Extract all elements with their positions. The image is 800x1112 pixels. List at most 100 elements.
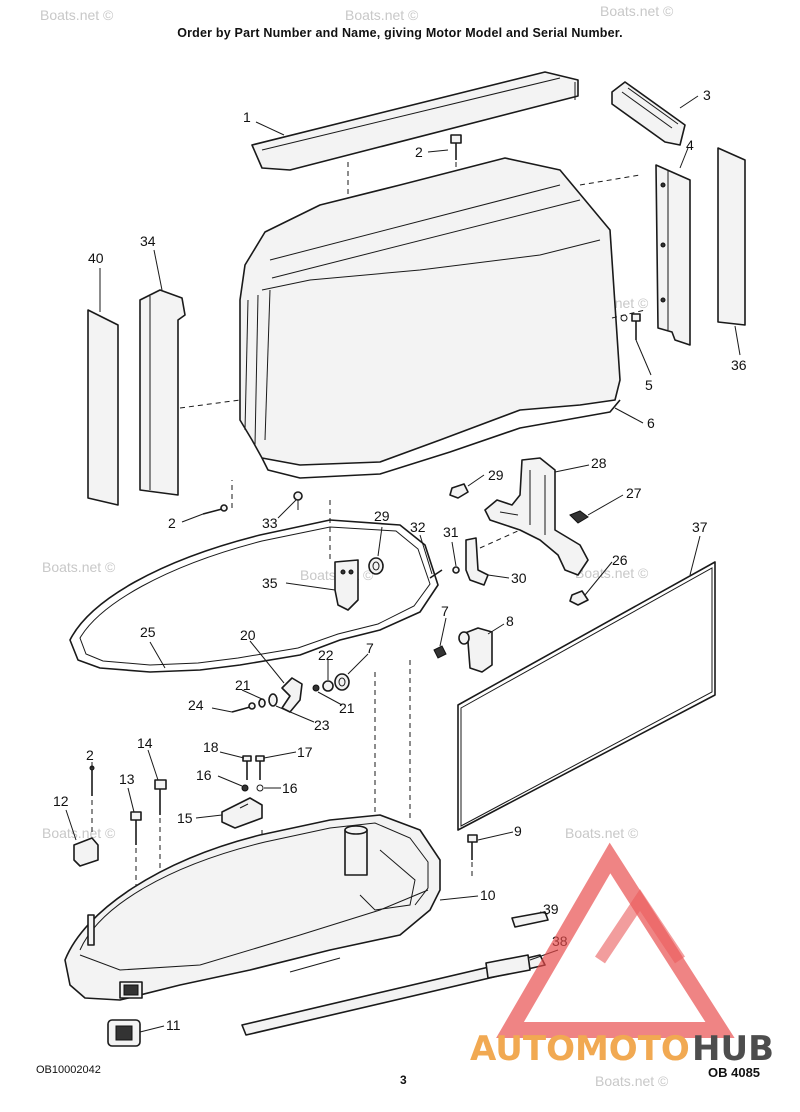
callout-label: 36 [731,357,747,373]
callout-label: 18 [203,739,219,755]
callout-label: 5 [645,377,653,393]
callout-label: 8 [506,613,514,629]
part-5-screw [620,313,641,340]
callout-label: 4 [686,137,694,153]
part-37-side-panel [457,561,716,831]
part-33-washer [293,491,303,510]
callout-label: 7 [366,640,374,656]
callout-label: 12 [53,793,69,809]
part-29-nut [449,483,469,499]
part-35-latch-plate [334,559,359,611]
watermark-text: Boats.net © [575,565,649,581]
callout-label: 16 [196,767,212,783]
part-20-latch-hook [281,677,303,713]
callout-label: 2 [168,515,176,531]
logo-word-left: AUTOMOTO [470,1029,690,1069]
part-15-latch-plate [221,797,263,829]
callout-label: 1 [243,109,251,125]
leader-lines [65,95,741,1033]
logo-word-right: HUB [692,1029,774,1069]
part-26-nut [569,590,589,606]
part-34-side-panel [139,289,186,496]
part-10-lower-motor-cover [64,814,441,1001]
part-39-decal-strip [511,911,549,928]
automotohub-logo: AUTOMOTO HUB [470,842,774,1069]
part-3-rear-bracket [611,81,686,146]
part-7-washer [433,645,447,659]
callout-label: 3 [703,87,711,103]
part-2-screw-left [202,504,228,515]
part-38-decal [485,954,531,979]
part-14-bolt [154,779,167,815]
footer-drawing-code: OB 4085 [708,1065,760,1080]
callout-label: 10 [480,887,496,903]
callout-label: 34 [140,233,156,249]
watermark-text: Boats.net © [40,7,114,23]
part-1-top-cover-trim [251,71,579,171]
part-27-nut [569,510,589,524]
part-16-washer [241,784,249,792]
callout-label: 2 [415,144,423,160]
part-25-cover-seal [69,519,439,673]
part-24-screw [231,702,256,713]
part-6-upper-motor-cover [239,157,621,479]
callout-label: 24 [188,697,204,713]
watermark-text: Boats.net © [42,825,116,841]
callout-label: 32 [410,519,426,535]
watermark-text: Boats.net © [565,825,639,841]
callout-label: 6 [647,415,655,431]
part-13-bolt [130,811,142,845]
callout-label: 27 [626,485,642,501]
callout-label: 17 [297,744,313,760]
part-21-washer-left [258,698,266,708]
callout-label: 2 [86,747,94,763]
callout-label: 37 [692,519,708,535]
footer-doc-code: OB10002042 [36,1064,101,1076]
callout-label: 31 [443,524,459,540]
part-28-mount-bracket [484,457,589,576]
part-2-screw [450,134,462,160]
callout-label: 25 [140,624,156,640]
callout-label: 29 [488,467,504,483]
callout-labels: 1 2 3 4 34 40 5 36 6 29 28 27 2 33 29 32… [53,87,747,1033]
watermark-text: Boats.net © [595,1073,669,1089]
callout-label: 39 [543,901,559,917]
footer-page-number: 3 [400,1073,407,1087]
part-23-spring [268,693,278,707]
callout-label: 20 [240,627,256,643]
watermark-text: Boats.net © [345,7,419,23]
part-9-screw [467,834,478,860]
callout-label: 35 [262,575,278,591]
callout-label: 7 [441,603,449,619]
callout-label: 21 [235,677,251,693]
part-32-screw [429,569,443,579]
callout-label: 11 [166,1017,181,1033]
callout-label: 28 [591,455,607,471]
part-8-hinge [458,627,493,673]
callout-label: 33 [262,515,278,531]
part-17-screw [255,755,265,780]
callout-label: 40 [88,250,104,266]
callout-label: 29 [374,508,390,524]
watermark-text: Boats.net © [42,559,116,575]
order-instruction: Order by Part Number and Name, giving Mo… [177,26,623,40]
part-18-screw [242,755,252,780]
callout-label: 23 [314,717,330,733]
part-11-latch-button [107,1019,141,1047]
part-36-decal-strip [717,147,746,326]
part-22-bushing [322,680,334,692]
callout-label: 16 [282,780,298,796]
callout-label: 21 [339,700,355,716]
part-21-washer [312,684,320,692]
part-7-spacer [334,673,350,691]
part-4-side-bracket [655,164,691,346]
part-40-decal [87,309,119,506]
part-16-washer-right [256,784,264,792]
logo-inner-mark-icon [595,889,685,964]
part-31-washer [452,566,460,574]
part-29-grommet [368,557,384,575]
part-12-clip [73,837,99,867]
callout-label: 26 [612,552,628,568]
